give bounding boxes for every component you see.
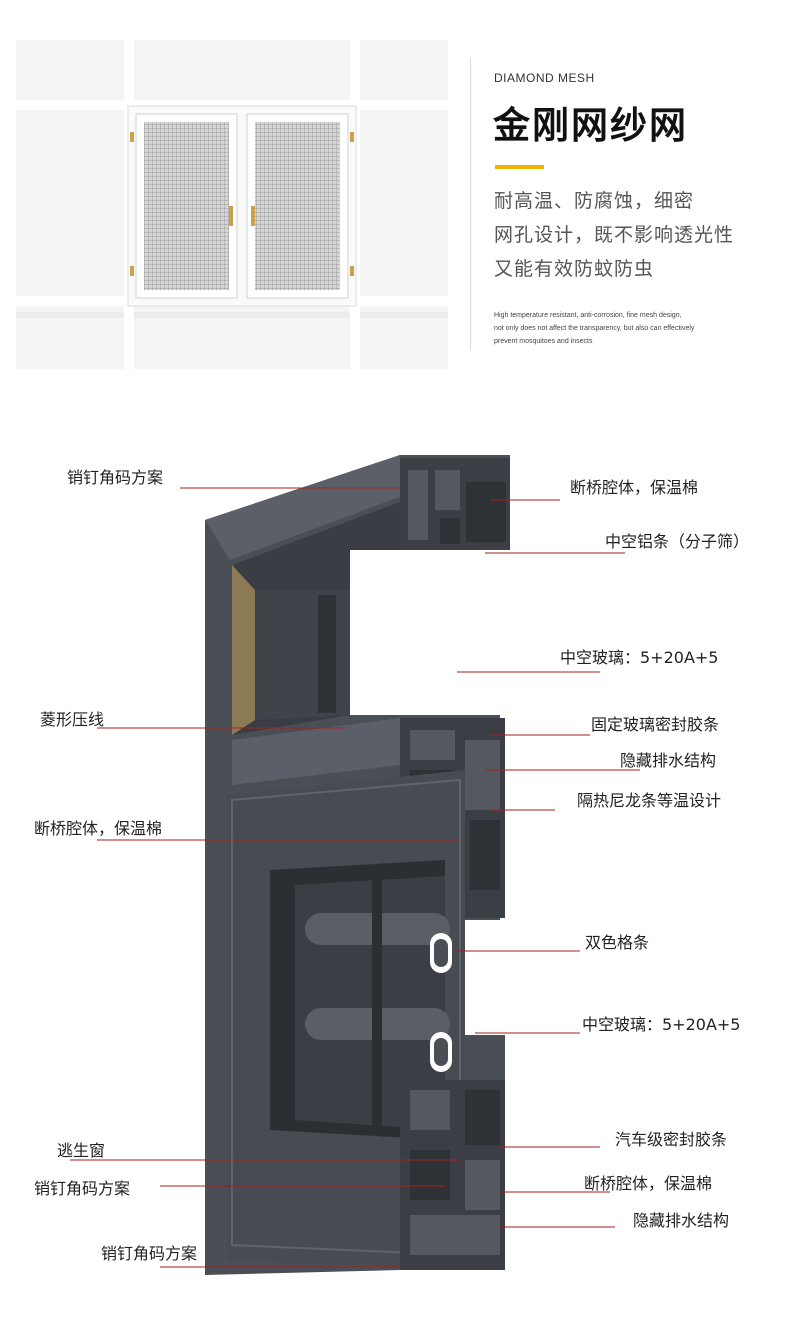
subtitle: DIAMOND MESH — [494, 71, 595, 85]
label-pin-corner-3: 销钉角码方案 — [101, 1244, 198, 1263]
profile-illustration — [205, 455, 510, 1275]
description-line-2: 网孔设计，既不影响透光性 — [494, 224, 735, 246]
window-photo — [16, 40, 448, 369]
window-section-diagram: 销钉角码方案 菱形压线 断桥腔体，保温棉 逃生窗 销钉角码方案 销钉角码方案 断… — [0, 440, 790, 1320]
label-thermal-break-top: 断桥腔体，保温棉 — [570, 478, 699, 497]
label-hidden-drain-1: 隐藏排水结构 — [620, 751, 717, 770]
label-diamond-bead: 菱形压线 — [40, 710, 105, 729]
label-insulated-glass-2: 中空玻璃：5+20A+5 — [582, 1015, 741, 1034]
english-line-2: not only does not affect the transparenc… — [494, 325, 695, 332]
vertical-divider — [470, 58, 471, 350]
label-escape-window: 逃生窗 — [57, 1141, 106, 1160]
label-hidden-drain-2: 隐藏排水结构 — [633, 1211, 730, 1230]
description-line-1: 耐高温、防腐蚀，细密 — [494, 190, 695, 212]
label-pin-corner-2: 销钉角码方案 — [34, 1179, 131, 1198]
window-illustration — [16, 40, 448, 369]
label-two-tone-grille: 双色格条 — [585, 933, 650, 952]
english-line-3: prevent mosquitoes and insects — [494, 338, 593, 345]
leader-lines — [70, 487, 640, 1268]
accent-bar — [495, 165, 544, 169]
label-glass-seal: 固定玻璃密封胶条 — [591, 715, 720, 734]
label-insulated-glass-1: 中空玻璃：5+20A+5 — [560, 648, 719, 667]
label-thermal-break-bottom: 断桥腔体，保温棉 — [584, 1174, 713, 1193]
label-nylon-strip: 隔热尼龙条等温设计 — [577, 791, 722, 810]
description-line-3: 又能有效防蚊防虫 — [494, 258, 655, 280]
label-spacer-bar: 中空铝条（分子筛） — [605, 532, 750, 551]
label-thermal-break-left: 断桥腔体，保温棉 — [34, 819, 163, 838]
label-pin-corner-1: 销钉角码方案 — [67, 468, 164, 487]
page-title: 金刚网纱网 — [493, 104, 688, 147]
label-auto-seal: 汽车级密封胶条 — [615, 1130, 728, 1149]
english-line-1: High temperature resistant, anti-corrosi… — [494, 312, 682, 319]
